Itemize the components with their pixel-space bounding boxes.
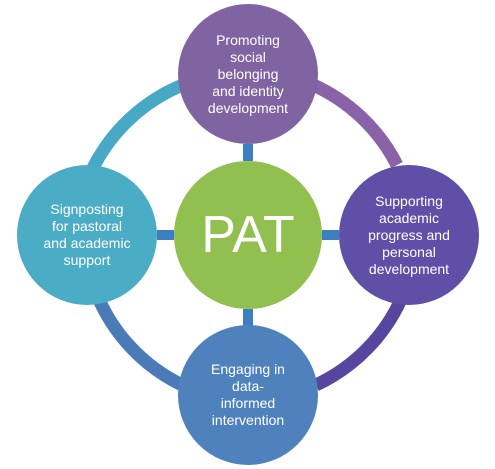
connector-right bbox=[322, 230, 339, 240]
node-top-label: Promoting social belonging and identity … bbox=[207, 31, 289, 116]
node-left-label: Signposting for pastoral and academic su… bbox=[43, 201, 131, 268]
center-label: PAT bbox=[201, 206, 295, 264]
arc-top-right bbox=[308, 78, 403, 169]
arc-left-top bbox=[86, 77, 188, 173]
node-right-circle bbox=[339, 165, 479, 305]
node-bottom-label: Engaging in data- informed intervention bbox=[211, 361, 285, 428]
connector-left bbox=[157, 230, 174, 240]
connector-bottom bbox=[243, 309, 253, 326]
node-top-circle bbox=[178, 4, 318, 144]
arc-right-bottom bbox=[313, 292, 409, 391]
node-left-circle bbox=[17, 165, 157, 305]
arc-bottom-left bbox=[91, 292, 185, 391]
center-circle bbox=[174, 161, 322, 309]
connector-top bbox=[243, 144, 253, 161]
node-right-label: Supporting academic progress and persona… bbox=[368, 192, 450, 277]
node-bottom-circle bbox=[178, 325, 318, 465]
